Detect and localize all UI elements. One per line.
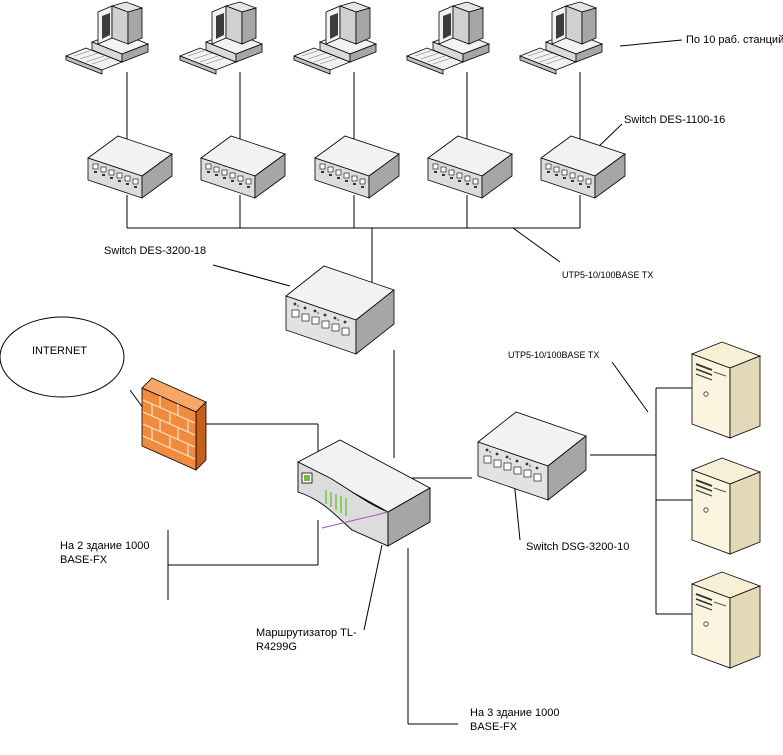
workstation-3-icon — [293, 1, 377, 75]
server-3-icon — [691, 571, 761, 669]
router-label: Маршрутизатор TL-R4299G — [256, 627, 357, 653]
access-switch-3-icon — [314, 135, 400, 199]
access-switch-label: Switch DES-1100-16 — [624, 114, 726, 126]
workstation-5-icon — [519, 1, 603, 75]
router-icon — [297, 439, 431, 547]
cable-label-top: UTP5-10/100BASE TX — [562, 270, 654, 280]
access-switches — [87, 135, 626, 199]
server-1-icon — [691, 341, 761, 439]
building2-label: На 2 здание 1000 BASE-FX — [60, 540, 150, 566]
internet-label: INTERNET — [32, 345, 87, 357]
router-to-building2 — [167, 520, 319, 600]
access-switch-1-icon — [87, 135, 173, 199]
access-switch-2-icon — [200, 135, 286, 199]
access-switch-5-icon — [540, 135, 626, 199]
workstation-drops — [126, 72, 581, 140]
workstations-label: По 10 раб. станций — [686, 34, 783, 46]
firewall-lines — [200, 423, 319, 452]
server-switch-label: Switch DSG-3200-10 — [526, 541, 630, 553]
server-2-icon — [691, 457, 761, 555]
core-switch-icon — [285, 265, 395, 355]
firewall-brick-wall-icon — [141, 377, 207, 471]
internet-cloud-icon — [0, 316, 125, 398]
workstation-2-icon — [179, 1, 263, 75]
access-switch-4-icon — [427, 135, 513, 199]
workstation-1-icon — [65, 1, 149, 75]
server-bus — [590, 387, 692, 615]
building3-label: На 3 здание 1000 BASE-FX — [470, 707, 560, 733]
server-switch-icon — [477, 411, 587, 501]
core-switch-label: Switch DES-3200-18 — [104, 245, 207, 257]
label-leaders — [129, 39, 683, 631]
cable-label-right: UTP5-10/100BASE TX — [508, 350, 600, 360]
workstation-4-icon — [406, 1, 490, 75]
workstations — [65, 1, 603, 75]
router-to-building3 — [407, 548, 458, 725]
